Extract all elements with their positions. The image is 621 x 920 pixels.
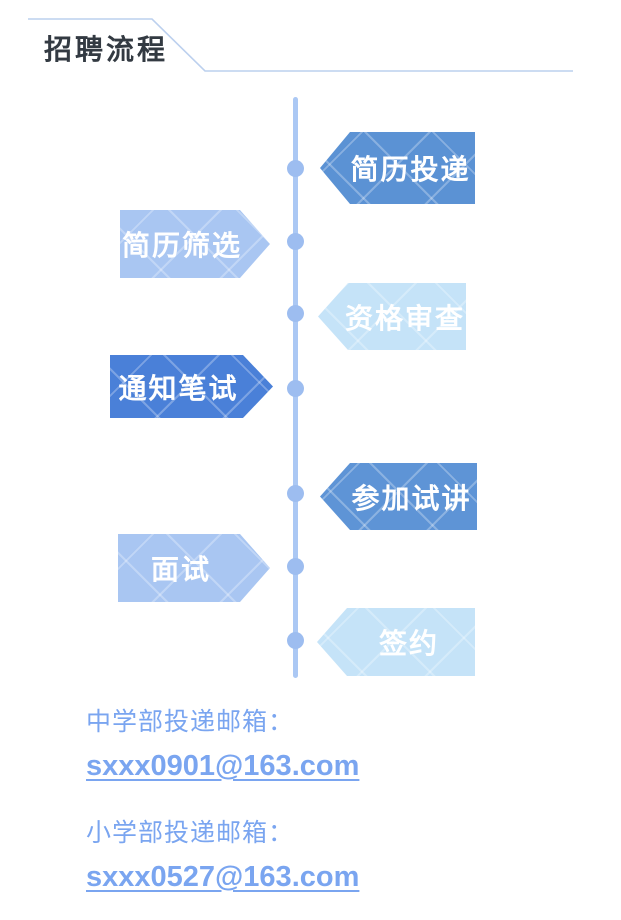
step-resume-submission: 简历投递 xyxy=(320,132,475,204)
timeline-dot xyxy=(287,305,304,322)
timeline-dot xyxy=(287,632,304,649)
header-banner-line xyxy=(28,18,573,72)
timeline-dot xyxy=(287,160,304,177)
timeline-dot xyxy=(287,485,304,502)
step-interview: 面试 xyxy=(118,534,270,602)
step-resume-screening: 简历筛选 xyxy=(120,210,270,278)
middle-school-email-link[interactable]: sxxx0901@163.com xyxy=(86,750,360,782)
middle-school-email-label: 中学部投递邮箱： xyxy=(86,708,295,736)
primary-school-email-label: 小学部投递邮箱： xyxy=(86,819,295,847)
step-qualification-review: 资格审查 xyxy=(318,283,466,350)
primary-school-email-link[interactable]: sxxx0527@163.com xyxy=(86,861,360,893)
step-signing: 签约 xyxy=(317,608,475,676)
timeline-dot xyxy=(287,558,304,575)
timeline-dot xyxy=(287,233,304,250)
page-title: 招聘流程 xyxy=(44,34,169,65)
step-written-test-notice: 通知笔试 xyxy=(110,355,273,418)
timeline-dot xyxy=(287,380,304,397)
step-trial-lecture: 参加试讲 xyxy=(320,463,477,530)
